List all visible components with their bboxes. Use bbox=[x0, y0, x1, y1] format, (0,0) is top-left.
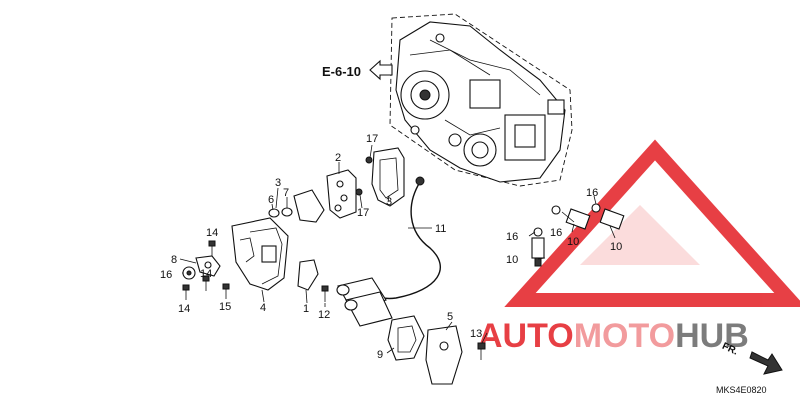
watermark-text-part1: AUTO bbox=[478, 317, 574, 355]
callout-14-bottom-left: 14 bbox=[178, 303, 190, 315]
front-arrow-icon bbox=[749, 351, 783, 375]
part-cover-5-hole bbox=[439, 341, 449, 351]
part-clip bbox=[297, 259, 319, 291]
part-gasket-upper bbox=[371, 147, 405, 207]
front-direction-indicator: FR. bbox=[720, 341, 783, 375]
part-bracket-hole bbox=[204, 261, 212, 269]
callout-4: 4 bbox=[260, 302, 266, 314]
callout-10-middle: 10 bbox=[567, 236, 579, 248]
part-seal-ring bbox=[533, 227, 543, 237]
callout-15: 16 bbox=[160, 269, 172, 281]
callout-6: 6 bbox=[268, 194, 274, 206]
callout-1: 1 bbox=[303, 303, 309, 315]
engine-case bbox=[395, 21, 566, 183]
callout-9: 9 bbox=[377, 349, 383, 361]
part-bolt-17 bbox=[355, 188, 363, 196]
callout-8: 8 bbox=[171, 254, 177, 266]
part-bolt-12 bbox=[321, 285, 329, 302]
part-gasket-9-inner bbox=[397, 325, 417, 353]
watermark-text-part2: MOTO bbox=[574, 317, 675, 355]
callout-3-right: 3 bbox=[386, 196, 392, 208]
part-bolt bbox=[182, 284, 190, 300]
callout-10-left: 10 bbox=[506, 254, 518, 266]
watermark-triangle-inner bbox=[580, 205, 700, 265]
callout-14-top: 14 bbox=[206, 227, 218, 239]
watermark-text: AUTOMOTOHUB bbox=[478, 317, 749, 355]
part-cable-end bbox=[415, 176, 425, 186]
callout-17-lower: 17 bbox=[357, 207, 369, 219]
callout-2: 2 bbox=[335, 152, 341, 164]
part-gasket-lower bbox=[293, 189, 325, 223]
callout-10-right: 10 bbox=[610, 241, 622, 253]
engine-case-outline bbox=[389, 13, 573, 187]
part-seal-ring bbox=[591, 203, 601, 213]
part-o-ring bbox=[268, 208, 280, 218]
callout-3-left: 3 bbox=[275, 177, 281, 189]
watermark-text-part3: HUB bbox=[675, 317, 749, 355]
part-cable bbox=[363, 181, 441, 300]
part-washer-center bbox=[186, 270, 192, 276]
callout-12: 12 bbox=[318, 309, 330, 321]
callout-labels: 2 17 3 3 6 7 17 11 14 8 16 14 14 15 4 1 … bbox=[160, 133, 622, 361]
part-sensor-right bbox=[599, 208, 625, 230]
part-bolt-13 bbox=[477, 342, 486, 360]
part-bolt bbox=[202, 275, 210, 291]
callout-16-middle: 16 bbox=[550, 227, 562, 239]
callout-13: 13 bbox=[470, 328, 482, 340]
part-sensor-middle bbox=[565, 208, 591, 230]
reference-arrow-icon bbox=[369, 59, 393, 81]
part-sensor-left bbox=[531, 237, 545, 267]
callout-16-right: 16 bbox=[586, 187, 598, 199]
callout-5: 5 bbox=[447, 311, 453, 323]
watermark-logo: AUTOMOTOHUB bbox=[478, 139, 800, 355]
callout-14-mid: 14 bbox=[200, 268, 212, 280]
part-bolt bbox=[208, 240, 216, 256]
part-o-ring-small bbox=[281, 207, 293, 217]
reference-label: E-6-10 bbox=[322, 64, 361, 79]
part-gasket-9 bbox=[387, 315, 425, 361]
watermark-triangle bbox=[504, 139, 800, 307]
callout-11: 11 bbox=[435, 223, 446, 235]
leader-lines bbox=[179, 144, 616, 354]
callout-14-bottom-right: 15 bbox=[219, 301, 231, 313]
part-cover-5 bbox=[425, 325, 463, 385]
part-hose-connector bbox=[336, 277, 393, 327]
callout-17-upper: 17 bbox=[366, 133, 378, 145]
part-bolt bbox=[222, 283, 230, 299]
diagram-code: MKS4E0820 bbox=[716, 385, 767, 395]
part-cover-plate bbox=[326, 169, 357, 219]
callout-16-left: 16 bbox=[506, 231, 518, 243]
part-bolt-17 bbox=[365, 156, 373, 164]
callout-7: 7 bbox=[283, 187, 289, 199]
part-seal-ring bbox=[551, 205, 561, 215]
part-housing bbox=[231, 217, 289, 291]
